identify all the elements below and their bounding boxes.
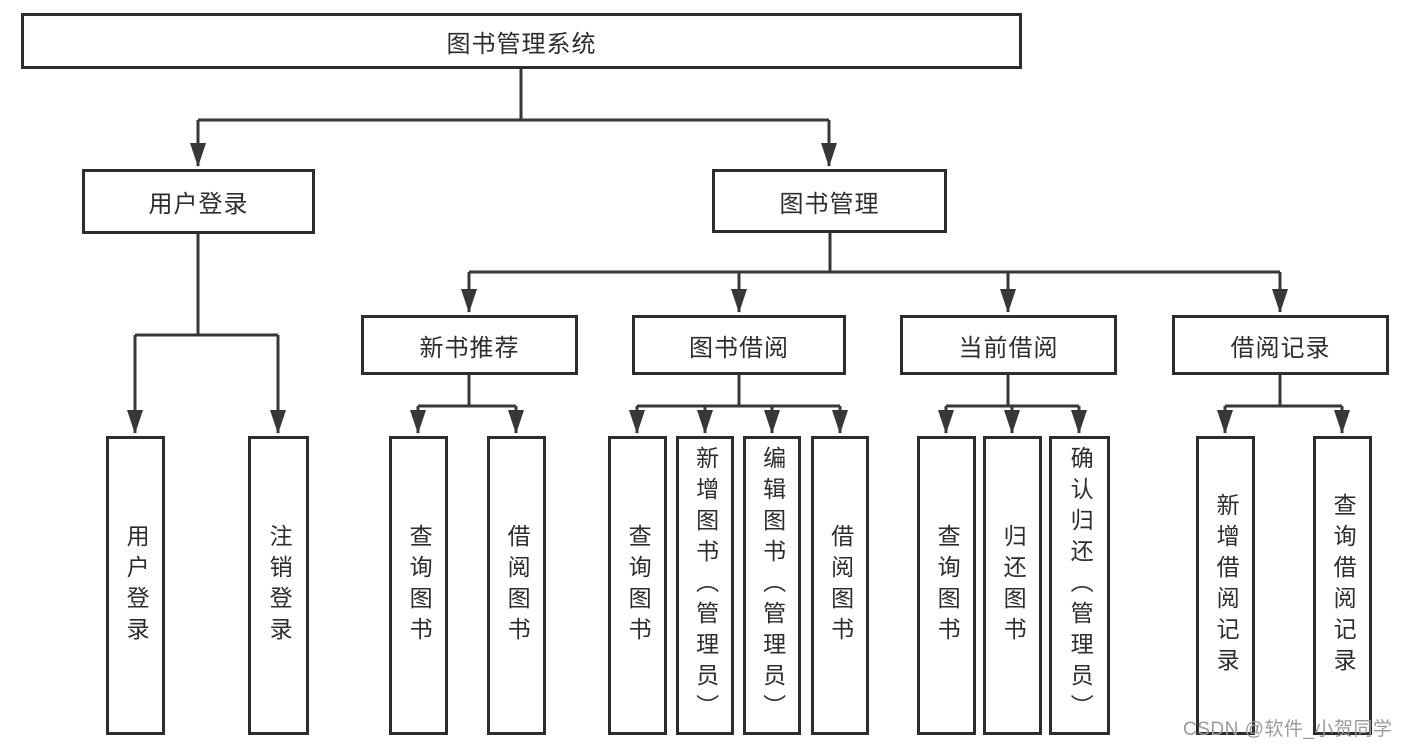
leaf-borrow-books-1: 借阅图书 [487, 436, 546, 735]
node-user-login: 用户登录 [82, 169, 315, 234]
node-book-management: 图书管理 [712, 169, 947, 233]
node-book-borrowing: 图书借阅 [632, 315, 846, 375]
leaf-logout: 注销登录 [248, 436, 309, 735]
leaf-query-books-1: 查询图书 [389, 436, 448, 735]
leaf-add-borrow-record: 新增借阅记录 [1196, 436, 1255, 735]
node-new-book-recommend: 新书推荐 [361, 315, 578, 375]
leaf-query-books-3: 查询图书 [917, 436, 976, 735]
leaf-confirm-return-admin: 确认归还（管理员） [1049, 436, 1110, 735]
leaf-user-login: 用户登录 [106, 436, 165, 735]
leaf-return-books: 归还图书 [983, 436, 1042, 735]
node-borrow-records: 借阅记录 [1172, 315, 1389, 375]
csdn-watermark: CSDN @软件_小贺同学 [1183, 719, 1393, 740]
node-library-system: 图书管理系统 [21, 13, 1022, 69]
node-current-borrowing: 当前借阅 [900, 315, 1117, 375]
leaf-query-books-2: 查询图书 [608, 436, 667, 735]
leaf-query-borrow-record: 查询借阅记录 [1313, 436, 1372, 735]
leaf-borrow-books-2: 借阅图书 [811, 436, 869, 735]
leaf-add-books-admin: 新增图书（管理员） [676, 436, 734, 735]
leaf-edit-books-admin: 编辑图书（管理员） [743, 436, 801, 735]
